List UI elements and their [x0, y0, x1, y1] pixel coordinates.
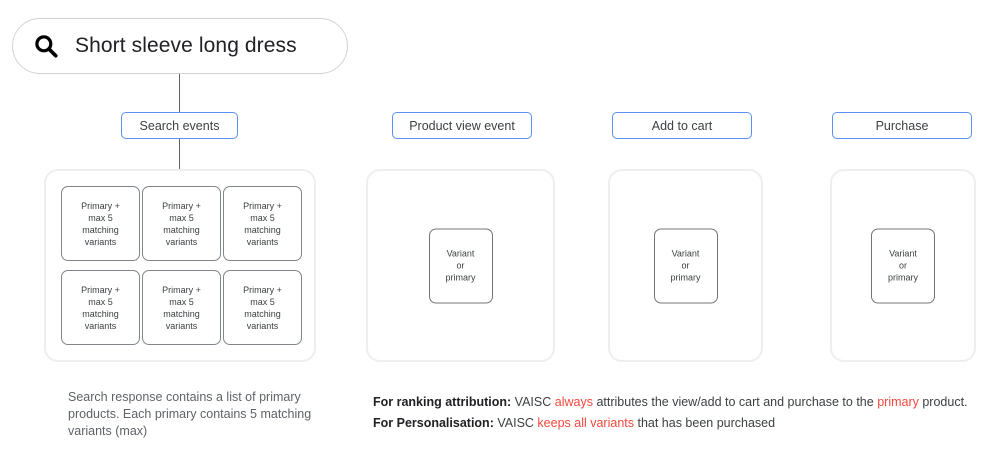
primary-card-line-3: matching [163, 224, 200, 235]
primary-card-grid: Primary + max 5 matching variants Primar… [61, 186, 302, 345]
primary-card-line-2: max 5 [169, 296, 194, 307]
variant-card-line-3: primary [887, 272, 918, 283]
primary-card-line-4: variants [84, 236, 117, 247]
primary-card-line-1: Primary + [81, 284, 120, 295]
primary-card: Primary + max 5 matching variants [142, 186, 221, 261]
note-ranking-part3: product. [922, 395, 968, 409]
variant-card-line-2: or [456, 260, 465, 271]
primary-card-line-2: max 5 [88, 296, 113, 307]
panel-purchase: Variant or primary [830, 169, 976, 362]
note-ranking-highlight1: always [554, 395, 593, 409]
connector-line-search-to-chip [179, 74, 180, 112]
primary-card-line-4: variants [84, 320, 117, 331]
panel-product-view-event: Variant or primary [366, 169, 555, 362]
primary-card: Primary + max 5 matching variants [142, 270, 221, 345]
variant-card-line-3: primary [445, 272, 476, 283]
note-personalisation-part1: VAISC [497, 416, 534, 430]
primary-card: Primary + max 5 matching variants [223, 270, 302, 345]
note-personalisation-highlight1: keeps all variants [537, 416, 634, 430]
note-ranking-part1: VAISC [514, 395, 552, 409]
note-personalisation-part2: that has been purchased [637, 416, 776, 430]
note-personalisation-label: For Personalisation: [373, 416, 494, 430]
primary-card-line-4: variants [165, 236, 198, 247]
primary-card-line-4: variants [165, 320, 198, 331]
variant-card-line-2: or [898, 260, 907, 271]
note-personalisation: For Personalisation: VAISC keeps all var… [373, 413, 988, 434]
primary-card-line-3: matching [244, 308, 281, 319]
primary-card-line-2: max 5 [250, 296, 275, 307]
note-ranking-label: For ranking attribution: [373, 395, 512, 409]
chip-search-events[interactable]: Search events [121, 112, 238, 139]
primary-card-line-4: variants [246, 320, 279, 331]
note-ranking-highlight2: primary [877, 395, 919, 409]
primary-card-line-3: matching [82, 308, 119, 319]
variant-card-line-1: Variant [889, 248, 917, 259]
note-ranking-part2: attributes the view/add to cart and purc… [596, 395, 874, 409]
primary-card-line-1: Primary + [81, 200, 120, 211]
variant-card-line-2: or [681, 260, 690, 271]
primary-card-line-3: matching [82, 224, 119, 235]
search-icon [35, 35, 58, 58]
primary-card-line-3: matching [244, 224, 281, 235]
note-ranking-attribution: For ranking attribution: VAISC always at… [373, 392, 988, 413]
panel-add-to-cart: Variant or primary [608, 169, 763, 362]
primary-card: Primary + max 5 matching variants [223, 186, 302, 261]
panel-search-events: Primary + max 5 matching variants Primar… [44, 169, 316, 362]
primary-card-line-2: max 5 [169, 212, 194, 223]
variant-card-line-3: primary [670, 272, 701, 283]
primary-card-line-1: Primary + [243, 284, 282, 295]
primary-card-line-1: Primary + [162, 200, 201, 211]
variant-card-line-1: Variant [446, 248, 475, 259]
variant-card-line-1: Variant [671, 248, 700, 259]
primary-card-line-3: matching [163, 308, 200, 319]
variant-card: Variant or primary [871, 228, 935, 303]
variant-card: Variant or primary [653, 228, 718, 303]
primary-card: Primary + max 5 matching variants [61, 270, 140, 345]
variant-card: Variant or primary [428, 228, 493, 303]
chip-purchase[interactable]: Purchase [832, 112, 972, 139]
primary-card-line-4: variants [246, 236, 279, 247]
primary-card-line-1: Primary + [162, 284, 201, 295]
chip-product-view-event[interactable]: Product view event [392, 112, 532, 139]
search-query-text: Short sleeve long dress [75, 34, 297, 57]
primary-card: Primary + max 5 matching variants [61, 186, 140, 261]
connector-line-chip-to-panel [179, 139, 180, 170]
search-box[interactable]: Short sleeve long dress [12, 18, 348, 74]
caption-search-response: Search response contains a list of prima… [68, 390, 312, 438]
primary-card-line-2: max 5 [250, 212, 275, 223]
primary-card-line-1: Primary + [243, 200, 282, 211]
attribution-notes: For ranking attribution: VAISC always at… [373, 392, 988, 434]
primary-card-line-2: max 5 [88, 212, 113, 223]
chip-add-to-cart[interactable]: Add to cart [612, 112, 752, 139]
